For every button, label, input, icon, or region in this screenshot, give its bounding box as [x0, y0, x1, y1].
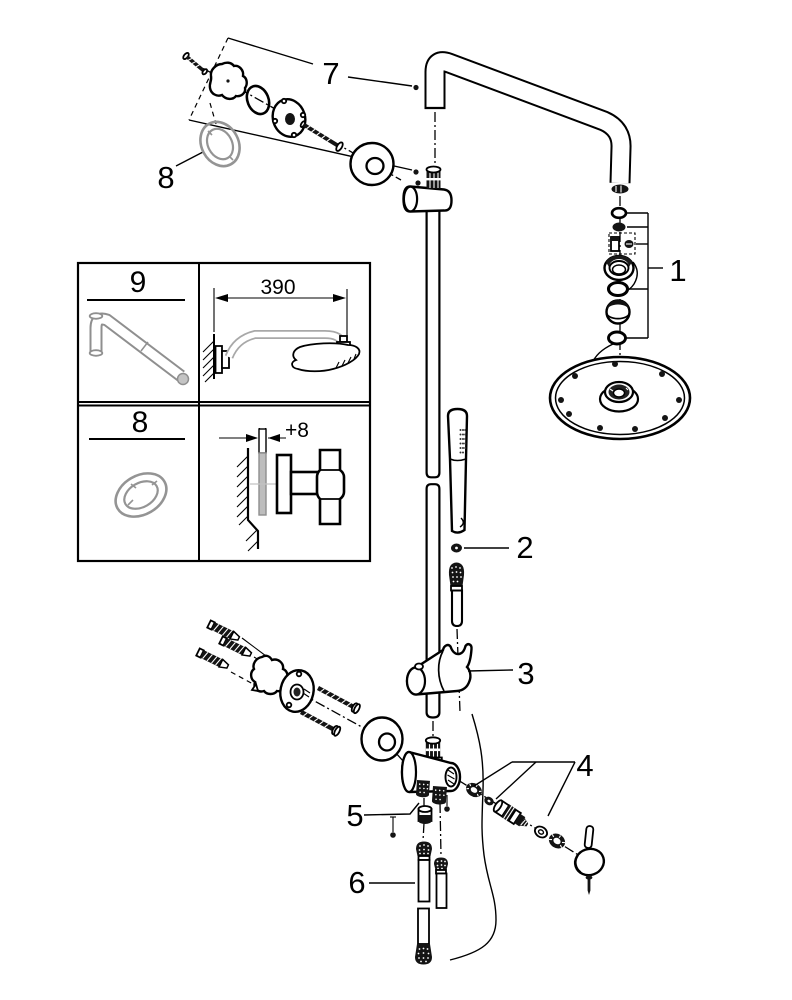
callout-5-leader [363, 802, 420, 816]
callout-6-label: 6 [348, 865, 365, 900]
o-ring-gasket [245, 84, 271, 116]
shower-arm [424, 51, 632, 194]
washer [610, 206, 628, 220]
escutcheon-lower [360, 716, 404, 762]
slider-bracket-part3 [405, 643, 473, 696]
inset-wall-hatch-top [202, 334, 215, 383]
inset-cell-wall-offset [219, 428, 346, 552]
hose-washer-part2 [451, 543, 462, 553]
inset-arm-drawing [88, 312, 190, 386]
inset-ring-drawing [114, 472, 168, 518]
hose-a-upper [417, 859, 431, 903]
callout-8-label: 8 [157, 160, 174, 195]
callout-labels: 7 8 1 2 3 4 5 6 9 8 390 +8 [130, 56, 687, 900]
ring-nut [548, 833, 566, 849]
rim-holes [558, 361, 682, 432]
adapter-part5 [417, 805, 433, 824]
hose-b-top-nut [434, 857, 448, 875]
wall-plate-lower [249, 654, 289, 696]
diverter-lever [573, 825, 606, 895]
rubber-washer [612, 222, 626, 232]
diverter-body [400, 736, 462, 812]
callout-2-label: 2 [516, 530, 533, 565]
inset-cell-arm [87, 299, 190, 386]
escutcheon-upper [349, 141, 395, 187]
hose-a-bottom-nut [415, 944, 432, 965]
wall-flange-lower [279, 668, 315, 714]
inset-cell-arm-length [202, 288, 361, 383]
diverter-outlet-threads [444, 766, 458, 788]
callout-1-label: 1 [669, 253, 686, 288]
callout-1-bracket [626, 212, 663, 339]
small-nut [624, 240, 634, 248]
riser-pipe [425, 205, 441, 719]
o-ring-small [484, 796, 494, 806]
grub-screw-right [444, 795, 450, 812]
spray-band [459, 429, 467, 454]
flange-screw [299, 120, 344, 152]
arm-connection-parts [590, 206, 638, 385]
hose-a-top-nut [416, 841, 432, 861]
inset-cell-ring [89, 438, 185, 518]
hose-connector [448, 562, 465, 628]
callout-4-bracket [473, 761, 576, 817]
set-screw-part5 [390, 816, 396, 838]
callout-3-leader [467, 669, 514, 672]
mounting-screw [182, 52, 209, 76]
bracket-pin [414, 662, 424, 671]
o-ring-a [606, 280, 630, 298]
callout-3-label: 3 [517, 656, 534, 691]
inset-union-piece [275, 448, 346, 526]
flat-washer [534, 825, 548, 839]
arm-union-nut [425, 165, 442, 189]
callout-leaders [363, 212, 663, 884]
hose-a-lower [417, 907, 430, 945]
inset-arm-installed [224, 330, 361, 373]
hose-b-stub [435, 872, 448, 909]
riser-top-tee [402, 165, 453, 213]
callout-7-label: 7 [322, 56, 339, 91]
inset-part-8-label: 8 [132, 406, 149, 439]
callout-5-label: 5 [346, 798, 363, 833]
dimension-390-label: 390 [260, 276, 295, 299]
ball-joint-nut [603, 254, 638, 293]
seal-ring-part8 [199, 120, 241, 168]
lever-screw [585, 875, 593, 895]
wall-bracket-anchors [195, 619, 271, 669]
inset-part-9-label: 9 [130, 266, 147, 299]
head-center-hub [598, 380, 640, 413]
inset-reference-box [76, 261, 372, 563]
hose-curve [449, 713, 497, 961]
flange-screws-lower [299, 686, 361, 737]
dimension-plus8-label: +8 [285, 419, 309, 442]
o-ring-b [607, 330, 627, 346]
cartridge [492, 799, 529, 827]
exploded-wall-union-upper [182, 52, 395, 187]
bottom-outlet-right [431, 786, 447, 805]
wall-flange-disc [271, 97, 307, 139]
hand-shower [446, 407, 469, 534]
inset-wall-hatch-bottom [236, 448, 260, 552]
diverter-cartridge-parts [466, 782, 566, 849]
small-insert [610, 236, 620, 252]
rain-shower-head [548, 355, 692, 441]
callout-4-label: 4 [576, 748, 593, 783]
shower-hoses-part6 [415, 841, 448, 965]
cap-nut [466, 782, 482, 798]
ball-piece [605, 299, 631, 325]
bottom-outlet-left [416, 780, 430, 798]
arm-end-fitting [611, 184, 629, 194]
